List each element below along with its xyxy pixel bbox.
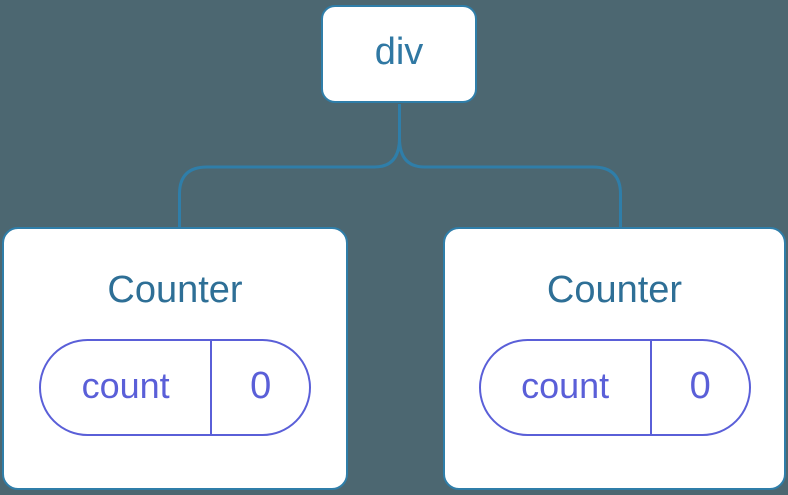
state-pill: count 0 [478, 339, 751, 436]
connector-right-branch [398, 104, 622, 228]
state-key-label: count [521, 364, 610, 406]
state-key-label: count [81, 364, 170, 406]
root-node: div [321, 5, 477, 103]
state-key-cell: count [481, 341, 652, 434]
state-value-label: 0 [250, 364, 272, 407]
state-pill: count 0 [39, 339, 311, 436]
component-title: Counter [107, 269, 243, 311]
counter-card-right: Counter count 0 [443, 227, 786, 490]
state-key-cell: count [41, 341, 213, 434]
counter-card-left: Counter count 0 [2, 227, 348, 490]
state-value-cell: 0 [652, 341, 749, 434]
component-title: Counter [546, 269, 683, 311]
connector-left-branch [178, 104, 401, 228]
root-node-label: div [374, 31, 424, 73]
state-value-cell: 0 [212, 341, 309, 434]
state-value-label: 0 [689, 364, 711, 407]
